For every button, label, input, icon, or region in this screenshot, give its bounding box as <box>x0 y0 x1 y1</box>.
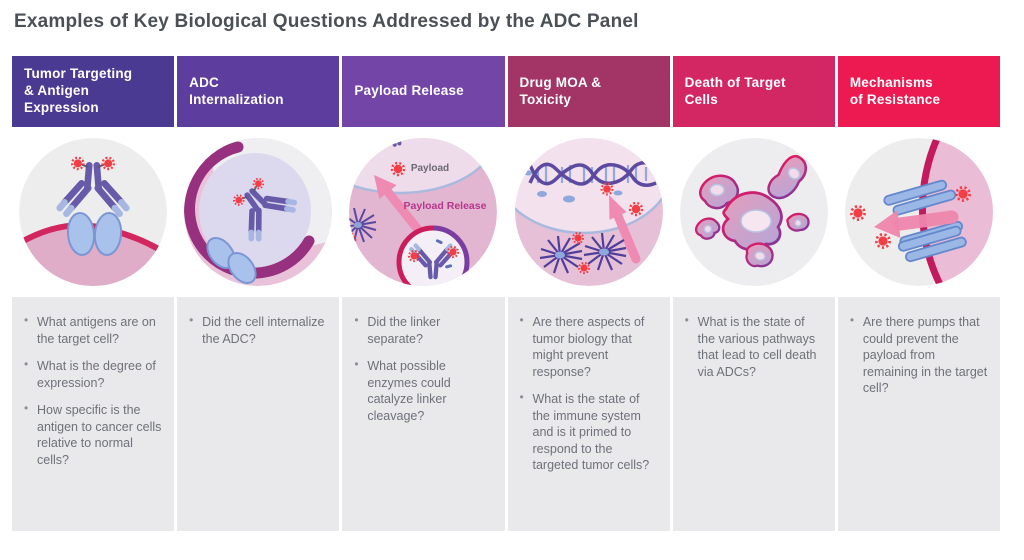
column-drug-moa-toxicity: Drug MOA & Toxicity <box>507 56 670 531</box>
header-line: Expression <box>24 99 99 115</box>
page-title: Examples of Key Biological Questions Add… <box>14 11 639 32</box>
question-item: What is the degree of expression? <box>20 357 164 391</box>
payload-release-label: Payload Release <box>404 200 487 212</box>
header-line: Mechanisms <box>849 74 933 90</box>
dying-cells-illustration <box>679 138 828 286</box>
column-header: Payload Release <box>342 56 505 127</box>
column-adc-internalization: ADC Internalization <box>177 56 340 531</box>
questions-box: Did the linker separate? What possible e… <box>342 297 505 531</box>
column-header: Drug MOA & Toxicity <box>507 56 670 127</box>
efflux-pump <box>897 225 967 263</box>
adc-internalization-illustration <box>184 138 333 286</box>
question-item: What is the state of the immune system a… <box>516 390 660 474</box>
apoptotic-cell <box>694 217 721 240</box>
illustration-cell <box>507 127 670 297</box>
header-line: Tumor Targeting <box>24 66 133 82</box>
illustration-cell <box>12 127 175 297</box>
questions-box: Are there pumps that could prevent the p… <box>837 297 1000 531</box>
header-line: Death of Target <box>684 74 786 90</box>
tumor-targeting-illustration <box>19 138 168 286</box>
column-header: Death of Target Cells <box>672 56 835 127</box>
question-item: Did the linker separate? <box>350 313 494 347</box>
illustration-cell <box>177 127 340 297</box>
question-item: Did the cell internalize the ADC? <box>185 313 329 347</box>
illustration-cell <box>837 127 1000 297</box>
question-list: Did the linker separate? What possible e… <box>350 313 494 424</box>
header-line: & Antigen <box>24 83 90 99</box>
apoptotic-cell <box>785 212 810 232</box>
questions-box: Did the cell internalize the ADC? <box>177 297 340 531</box>
illustration-cell: Payload Payload Release <box>342 127 505 297</box>
header-line: Drug MOA & <box>519 74 602 90</box>
header-line: Payload Release <box>354 83 464 99</box>
apoptotic-cell <box>721 191 783 252</box>
question-list: What antigens are on the target cell? Wh… <box>20 313 164 468</box>
question-item: Are there pumps that could prevent the p… <box>846 313 990 397</box>
column-header: ADC Internalization <box>177 56 340 127</box>
header-line: Internalization <box>189 91 284 107</box>
apoptotic-cell <box>745 242 774 268</box>
resistance-pump-illustration <box>844 138 993 286</box>
column-death-of-target-cells: Death of Target Cells <box>672 56 835 531</box>
question-list: Did the cell internalize the ADC? <box>185 313 329 347</box>
question-list: What is the state of the various pathway… <box>681 313 825 380</box>
question-item: Are there aspects of tumor biology that … <box>516 313 660 380</box>
column-header: Mechanisms of Resistance <box>837 56 1000 127</box>
mitotic-spindle <box>539 235 582 274</box>
column-mechanisms-of-resistance: Mechanisms of Resistance <box>837 56 1000 531</box>
header-line: of Resistance <box>849 91 941 107</box>
payload-release-illustration: Payload Payload Release <box>349 138 498 286</box>
payload-label: Payload <box>411 163 449 174</box>
column-payload-release: Payload Release <box>342 56 505 531</box>
drug-moa-illustration <box>514 138 663 286</box>
question-item: How specific is the antigen to cancer ce… <box>20 401 164 468</box>
illustration-cell <box>672 127 835 297</box>
question-item: What antigens are on the target cell? <box>20 313 164 347</box>
header-line: Toxicity <box>519 91 572 107</box>
question-list: Are there pumps that could prevent the p… <box>846 313 990 397</box>
questions-box: What antigens are on the target cell? Wh… <box>12 297 175 531</box>
question-item: What possible enzymes could catalyze lin… <box>350 357 494 424</box>
columns-grid: Tumor Targeting & Antigen Expression <box>12 56 1000 531</box>
column-header: Tumor Targeting & Antigen Expression <box>12 56 175 127</box>
header-line: ADC <box>189 74 220 90</box>
questions-box: What is the state of the various pathway… <box>672 297 835 531</box>
apoptotic-cell <box>698 174 739 210</box>
mitotic-spindle <box>583 232 626 271</box>
apoptotic-cell <box>767 154 807 200</box>
question-list: Are there aspects of tumor biology that … <box>516 313 660 474</box>
column-tumor-targeting: Tumor Targeting & Antigen Expression <box>12 56 175 531</box>
dna-helix <box>527 161 657 187</box>
questions-box: Are there aspects of tumor biology that … <box>507 297 670 531</box>
header-line: Cells <box>684 91 718 107</box>
question-item: What is the state of the various pathway… <box>681 313 825 380</box>
